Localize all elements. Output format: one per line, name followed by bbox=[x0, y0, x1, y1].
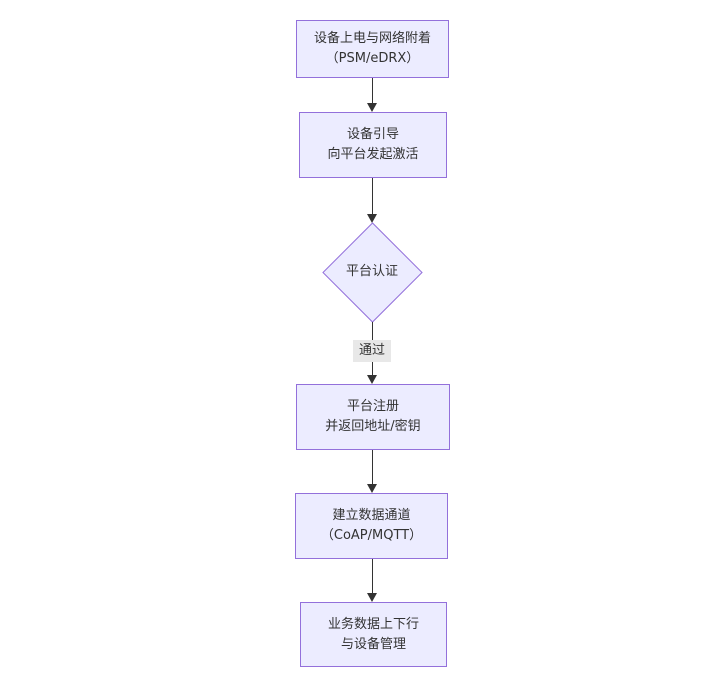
node-label-line: （CoAP/MQTT） bbox=[320, 528, 423, 543]
arrowhead-icon bbox=[367, 375, 377, 384]
arrowhead-icon bbox=[367, 593, 377, 602]
node-device-bootstrap: 设备引导 向平台发起激活 bbox=[299, 112, 447, 178]
node-label-line: （PSM/eDRX） bbox=[325, 51, 420, 66]
node-label-line: 设备引导 bbox=[346, 127, 399, 142]
node-platform-register: 平台注册 并返回地址/密钥 bbox=[296, 384, 450, 450]
arrowhead-icon bbox=[367, 103, 377, 112]
arrowhead-icon bbox=[367, 214, 377, 223]
node-label-line: 与设备管理 bbox=[340, 636, 406, 652]
node-label-line: 向平台发起激活 bbox=[327, 147, 419, 162]
node-business-data: 业务数据上下行 与设备管理 bbox=[300, 602, 447, 667]
decision-platform-auth-label: 平台认证 bbox=[345, 264, 398, 279]
node-label-line: 设备上电与网络附着 bbox=[313, 31, 431, 46]
node-label-line: 建立数据通道 bbox=[332, 508, 411, 523]
arrowhead-icon bbox=[367, 484, 377, 493]
edge-label-pass: 通过 bbox=[352, 340, 392, 362]
flow-arrow-line bbox=[371, 559, 373, 593]
flow-arrow-line bbox=[371, 450, 373, 484]
node-device-power-on: 设备上电与网络附着 （PSM/eDRX） bbox=[296, 20, 449, 78]
flow-arrow-line bbox=[371, 78, 373, 104]
flow-arrow-line bbox=[371, 178, 373, 214]
node-label-line: 并返回地址/密钥 bbox=[325, 419, 421, 434]
node-label-line: 平台注册 bbox=[346, 399, 399, 414]
node-label-line: 业务数据上下行 bbox=[327, 616, 419, 632]
node-data-channel: 建立数据通道 （CoAP/MQTT） bbox=[295, 493, 448, 559]
